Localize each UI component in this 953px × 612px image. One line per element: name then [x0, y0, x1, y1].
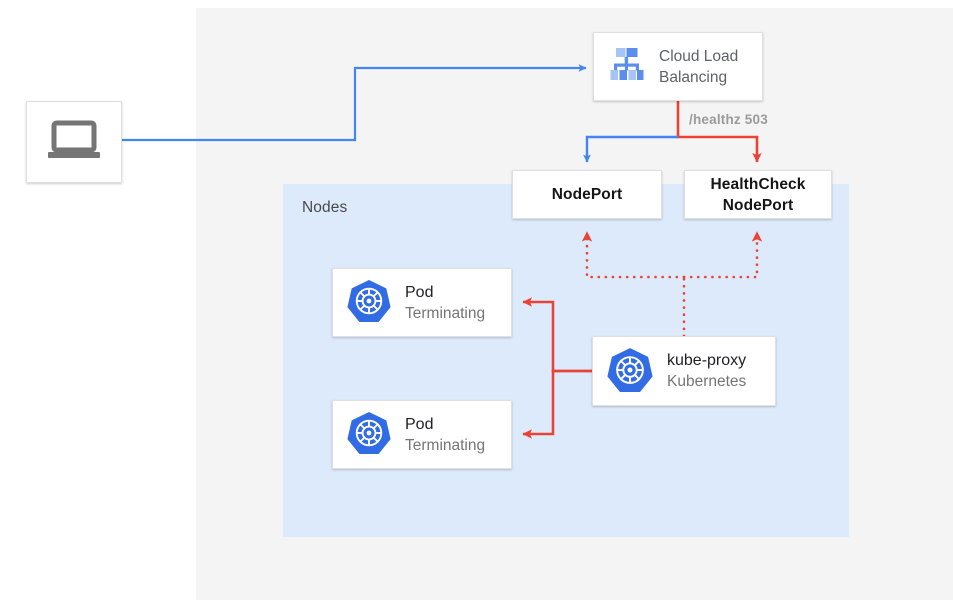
client-laptop-node[interactable]	[26, 101, 122, 183]
nodeport-node[interactable]: NodePort	[512, 170, 662, 219]
healthcheck-nodeport-label: HealthCheck NodePort	[710, 175, 806, 214]
cloud-load-balancing-icon	[605, 44, 647, 89]
kube-proxy-node[interactable]: kube-proxy Kubernetes	[592, 336, 776, 406]
pod-status: Terminating	[405, 304, 486, 322]
healthz-status-label: /healthz 503	[689, 112, 768, 127]
nodes-group-label: Nodes	[302, 199, 348, 216]
pod-title: Pod	[405, 283, 434, 301]
cloud-load-balancing-label: Cloud Load Balancing	[659, 47, 739, 86]
nodeport-label: NodePort	[551, 186, 623, 203]
pod-title: Pod	[405, 415, 434, 433]
kubernetes-icon	[607, 346, 653, 397]
pod-node-2[interactable]: Pod Terminating	[332, 400, 512, 469]
kube-proxy-title: kube-proxy	[667, 352, 747, 369]
healthcheck-nodeport-node[interactable]: HealthCheck NodePort	[684, 170, 832, 219]
pod-node-1[interactable]: Pod Terminating	[332, 268, 512, 337]
cloud-load-balancing-node[interactable]: Cloud Load Balancing	[593, 32, 763, 101]
kubernetes-icon	[347, 278, 391, 327]
pod-status: Terminating	[405, 436, 486, 454]
kube-proxy-subtitle: Kubernetes	[667, 373, 747, 390]
laptop-icon	[46, 120, 102, 165]
kubernetes-icon	[347, 410, 391, 459]
